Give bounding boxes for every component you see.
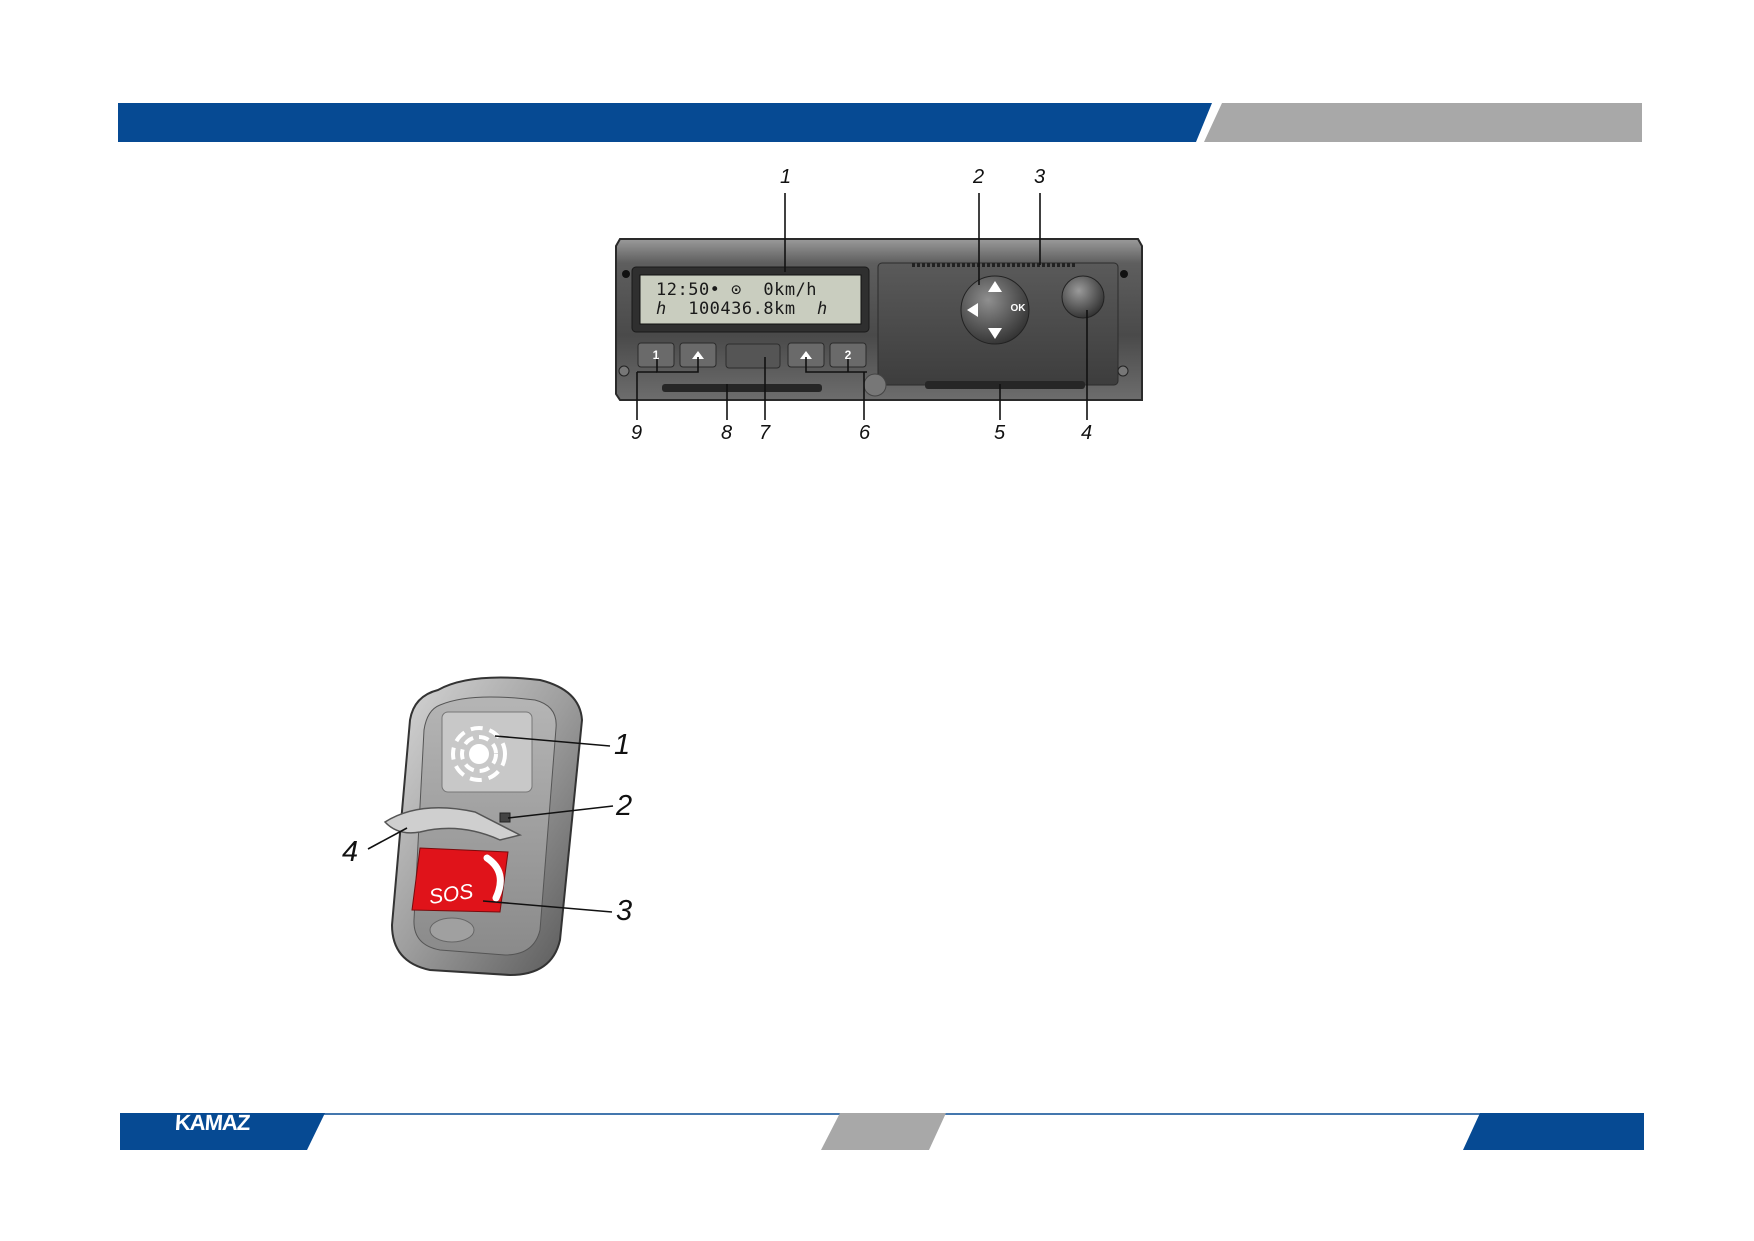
sos-callout-2: 2 [616, 790, 633, 822]
sos-base [429, 917, 475, 943]
screw [622, 270, 630, 278]
display-line-2: ℎ 100436.8km ℎ [656, 299, 828, 319]
sos-cover-flap [383, 807, 523, 841]
callout-1: 1 [780, 166, 792, 188]
button-1[interactable] [637, 342, 675, 368]
download-cover [725, 343, 781, 369]
arrow-left-icon [967, 303, 978, 317]
button-2-label: 2 [844, 348, 852, 362]
sos-callout-4: 4 [342, 836, 359, 868]
callout-7: 7 [759, 422, 771, 444]
arrow-up-icon [988, 281, 1002, 292]
callout-6: 6 [859, 422, 871, 444]
screw [618, 365, 630, 377]
callout-8: 8 [721, 422, 733, 444]
eject-icon [692, 351, 704, 359]
callout-2: 2 [973, 166, 985, 188]
callout-3: 3 [1034, 166, 1046, 188]
button-1-label: 1 [652, 348, 660, 362]
phone-icon [483, 854, 504, 902]
display-screen [639, 274, 862, 325]
callout-9: 9 [631, 422, 643, 444]
display-line-1: 12:50• ⊙ 0km/h [656, 280, 818, 300]
speaker-icon [451, 726, 507, 782]
sos-callout-3: 3 [616, 895, 633, 927]
screw [1117, 365, 1129, 377]
screw [1120, 270, 1128, 278]
eject-icon [800, 351, 812, 359]
arrow-down-icon [988, 328, 1002, 339]
printer-knob[interactable] [1061, 275, 1105, 319]
navigation-pad[interactable] [960, 275, 1030, 345]
sos-leader-lines [367, 735, 614, 913]
ok-button-label: OK [1010, 303, 1026, 314]
leader-lines [636, 193, 1088, 420]
sos-callout-1: 1 [614, 729, 631, 761]
card-slot-1 [662, 384, 822, 392]
callout-5: 5 [994, 422, 1006, 444]
card-slot-2 [925, 381, 1085, 389]
callout-4: 4 [1081, 422, 1093, 444]
sos-button[interactable] [411, 847, 509, 913]
